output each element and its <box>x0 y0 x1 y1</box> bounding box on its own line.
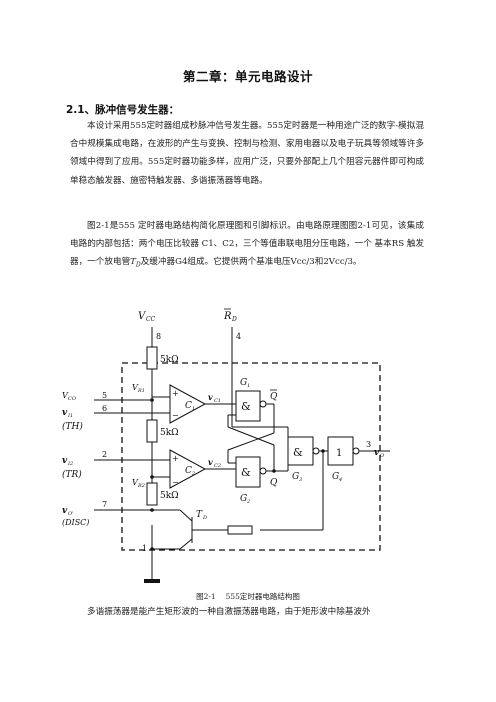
label-res-top: 5kΩ <box>160 355 179 365</box>
paragraph-structure-text: 图2-1是555 定时器电路结构简化原理图和引脚标识。由电路原理图图2-1可见，… <box>70 221 425 268</box>
label-vi1: v <box>62 408 68 418</box>
label-vr2-sub: R2 <box>137 483 145 489</box>
resistor-mid <box>146 419 158 443</box>
label-vo-disc: v <box>62 506 68 516</box>
paragraph-intro: 本设计采用555定时器组成秒脉冲信号发生器。555定时器是一种用途广泛的数字-模… <box>70 121 424 186</box>
label-pin4: 4 <box>236 332 241 341</box>
label-c2-plus: + <box>172 454 179 463</box>
label-vc1: v <box>208 392 213 402</box>
section-heading: 2.1、脉冲信号发生器： <box>66 104 180 116</box>
label-td: T <box>196 510 203 520</box>
paragraph-structure: 图2-1是555 定时器电路结构简化原理图和引脚标识。由电路原理图图2-1可见，… <box>70 217 424 275</box>
label-th: (TH) <box>62 421 83 432</box>
label-res-mid: 5kΩ <box>160 428 179 438</box>
label-vco: V <box>62 391 69 400</box>
label-vi2: v <box>62 456 68 466</box>
label-c1-plus: + <box>172 389 179 398</box>
figure-caption: 图2-1 555定时器电路结构图 <box>196 592 300 601</box>
label-pin2: 2 <box>102 450 107 459</box>
label-pin6: 6 <box>102 404 107 413</box>
label-pin8: 8 <box>156 332 161 341</box>
label-g4-sub: 4 <box>338 477 342 483</box>
label-c1: C <box>185 401 192 411</box>
label-g1-and: & <box>241 400 251 413</box>
ground-symbol <box>144 579 160 583</box>
label-pin3: 3 <box>366 440 371 449</box>
label-disc: (DISC) <box>62 518 89 527</box>
label-qbar: Q <box>270 392 278 402</box>
resistor-bottom <box>146 482 158 506</box>
label-vr1: V <box>132 383 139 392</box>
label-vco-sub: CO <box>68 396 76 402</box>
label-c2-sub: 2 <box>191 471 195 477</box>
label-g2: G <box>240 494 247 504</box>
label-pin7: 7 <box>102 500 107 509</box>
label-vi1-sub: I1 <box>67 413 73 419</box>
label-vr1-sub: R1 <box>137 388 145 394</box>
label-rd-sub: D <box>231 316 237 323</box>
label-g1-sub: 1 <box>247 383 250 389</box>
label-td-sub: D <box>202 515 207 521</box>
chapter-title: 第二章：单元电路设计 <box>182 69 313 84</box>
td-symbol: T <box>130 257 136 268</box>
resistor-top <box>146 346 158 370</box>
label-vr2: V <box>132 478 139 487</box>
label-c2: C <box>185 466 192 476</box>
label-vout: v <box>374 448 380 458</box>
paragraph-multivibrator: 多谐振荡器是能产生矩形波的一种自激振荡器电路，由于矩形波中除基波外 <box>87 607 371 617</box>
label-g2-sub: 2 <box>246 499 250 505</box>
label-vcc-sub: CC <box>146 316 156 323</box>
label-pin5: 5 <box>102 391 107 400</box>
label-c1-minus: − <box>172 411 179 420</box>
label-c1-sub: 1 <box>192 406 195 412</box>
label-vo-disc-sub: O' <box>68 511 73 517</box>
label-g3-sub: 3 <box>299 477 302 483</box>
label-q: Q <box>270 478 278 488</box>
label-vcc: V <box>138 311 147 322</box>
td-subscript: D <box>135 262 141 270</box>
label-c2-minus: − <box>172 478 179 487</box>
timer-555-circuit-diagram: V CC R D 8 4 5kΩ 5kΩ 5kΩ V CO 5 V R1 v I… <box>62 308 390 583</box>
label-pin1: 1 <box>142 544 147 553</box>
label-g4: G <box>332 472 339 482</box>
label-g1: G <box>240 378 247 388</box>
label-vc1-sub: C1 <box>214 398 221 404</box>
label-vi2-sub: I2 <box>67 461 73 467</box>
paragraph-structure-tail: 及缓冲器G4组成。它提供两个基准电压Vcc/3和2Vcc/3。 <box>140 257 362 268</box>
label-vc2: v <box>208 457 213 467</box>
label-rd: R <box>223 311 232 322</box>
label-g2-and: & <box>241 466 251 479</box>
label-g3-and: & <box>293 446 303 459</box>
label-vout-sub: O <box>380 453 384 459</box>
label-vc2-sub: C2 <box>214 463 221 469</box>
chip-boundary <box>121 362 381 551</box>
label-tr: (TR) <box>62 469 82 480</box>
label-g4-buf: 1 <box>336 448 342 459</box>
label-g3: G <box>292 472 299 482</box>
label-res-bot: 5kΩ <box>160 491 179 501</box>
